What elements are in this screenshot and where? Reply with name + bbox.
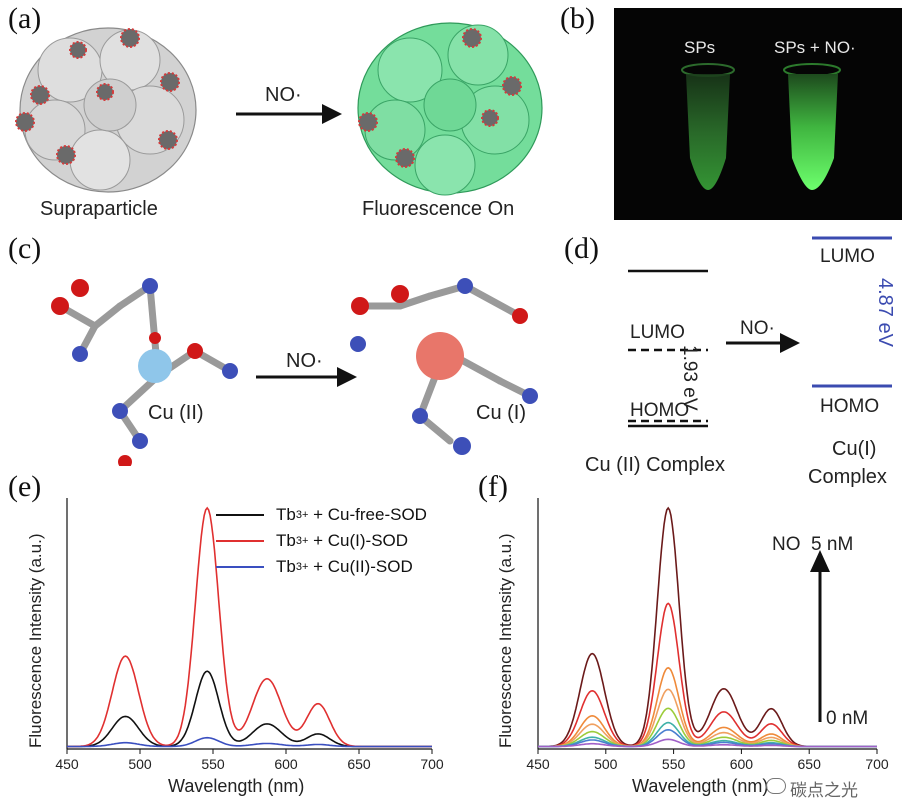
x-tick-label: 500	[594, 756, 618, 772]
concentration-arrow	[810, 550, 830, 722]
green-supraparticle	[357, 22, 543, 196]
series-line-2	[67, 736, 432, 748]
watermark-icon	[766, 778, 786, 794]
right-homo-label: HOMO	[820, 396, 880, 417]
x-tick-label: 450	[526, 756, 550, 772]
x-tick-label: 700	[420, 756, 444, 772]
panel-a-label: (a)	[8, 2, 42, 35]
arrow-label-c: NO·	[286, 350, 323, 372]
panel-e-label: (e)	[8, 470, 42, 503]
x-tick-label: 550	[662, 756, 686, 772]
left-homo-label: HOMO	[630, 400, 690, 421]
x-tick-label: 600	[274, 756, 298, 772]
x-tick-label: 650	[798, 756, 822, 772]
reaction-arrow-d	[726, 333, 800, 353]
x-tick-label: 550	[201, 756, 225, 772]
tube2-label: SPs + NO·	[774, 38, 856, 57]
arrow-top-label: NO 5 nM	[772, 534, 854, 555]
cu1-atom	[416, 332, 464, 380]
panel-c-label: (c)	[8, 232, 42, 265]
x-tick-label: 500	[128, 756, 152, 772]
x-tick-label: 700	[865, 756, 889, 772]
x-tick-label: 650	[347, 756, 371, 772]
series-line-7	[538, 738, 877, 748]
reaction-arrow-c	[256, 367, 357, 387]
right-complex-caption-1: Cu(I)	[832, 438, 877, 460]
arrow-label-a: NO·	[265, 84, 302, 106]
arrow-label-d: NO·	[740, 318, 775, 339]
panel-c-graphic	[51, 278, 538, 466]
tube-graphic	[681, 63, 841, 190]
left-lumo-label: LUMO	[630, 322, 685, 343]
chart-e: 450 500 550 600 650 700	[55, 498, 444, 772]
cu2-atom	[138, 349, 172, 383]
tube1-label: SPs	[684, 38, 716, 57]
energy-level-diagram	[628, 236, 892, 428]
chart-f-xlabel: Wavelength (nm)	[632, 776, 769, 796]
x-tick-label: 450	[55, 756, 79, 772]
left-complex-caption: Cu (II) Complex	[585, 454, 726, 476]
supraparticle-caption: Supraparticle	[40, 198, 158, 220]
right-complex-caption-2: Complex	[808, 466, 887, 488]
panel-f-label: (f)	[478, 470, 508, 503]
reaction-arrow-a	[236, 104, 342, 124]
right-lumo-label: LUMO	[820, 246, 875, 267]
cu1-label: Cu (I)	[476, 402, 526, 424]
tube-photo	[614, 8, 902, 220]
panel-a-graphic	[15, 22, 543, 196]
chart-f-ylabel: Fluorescence Intensity (a.u.)	[496, 533, 515, 748]
panel-d-label: (d)	[564, 232, 599, 265]
watermark-text: 碳点之光	[790, 781, 858, 800]
x-tick-label: 600	[730, 756, 754, 772]
panel-b-label: (b)	[560, 2, 595, 35]
arrow-bottom-label: 0 nM	[826, 708, 869, 729]
cu2-label: Cu (II)	[148, 402, 204, 424]
fluorescence-on-caption: Fluorescence On	[362, 198, 515, 220]
gray-supraparticle	[15, 27, 197, 193]
chart-e-xlabel: Wavelength (nm)	[168, 776, 305, 796]
